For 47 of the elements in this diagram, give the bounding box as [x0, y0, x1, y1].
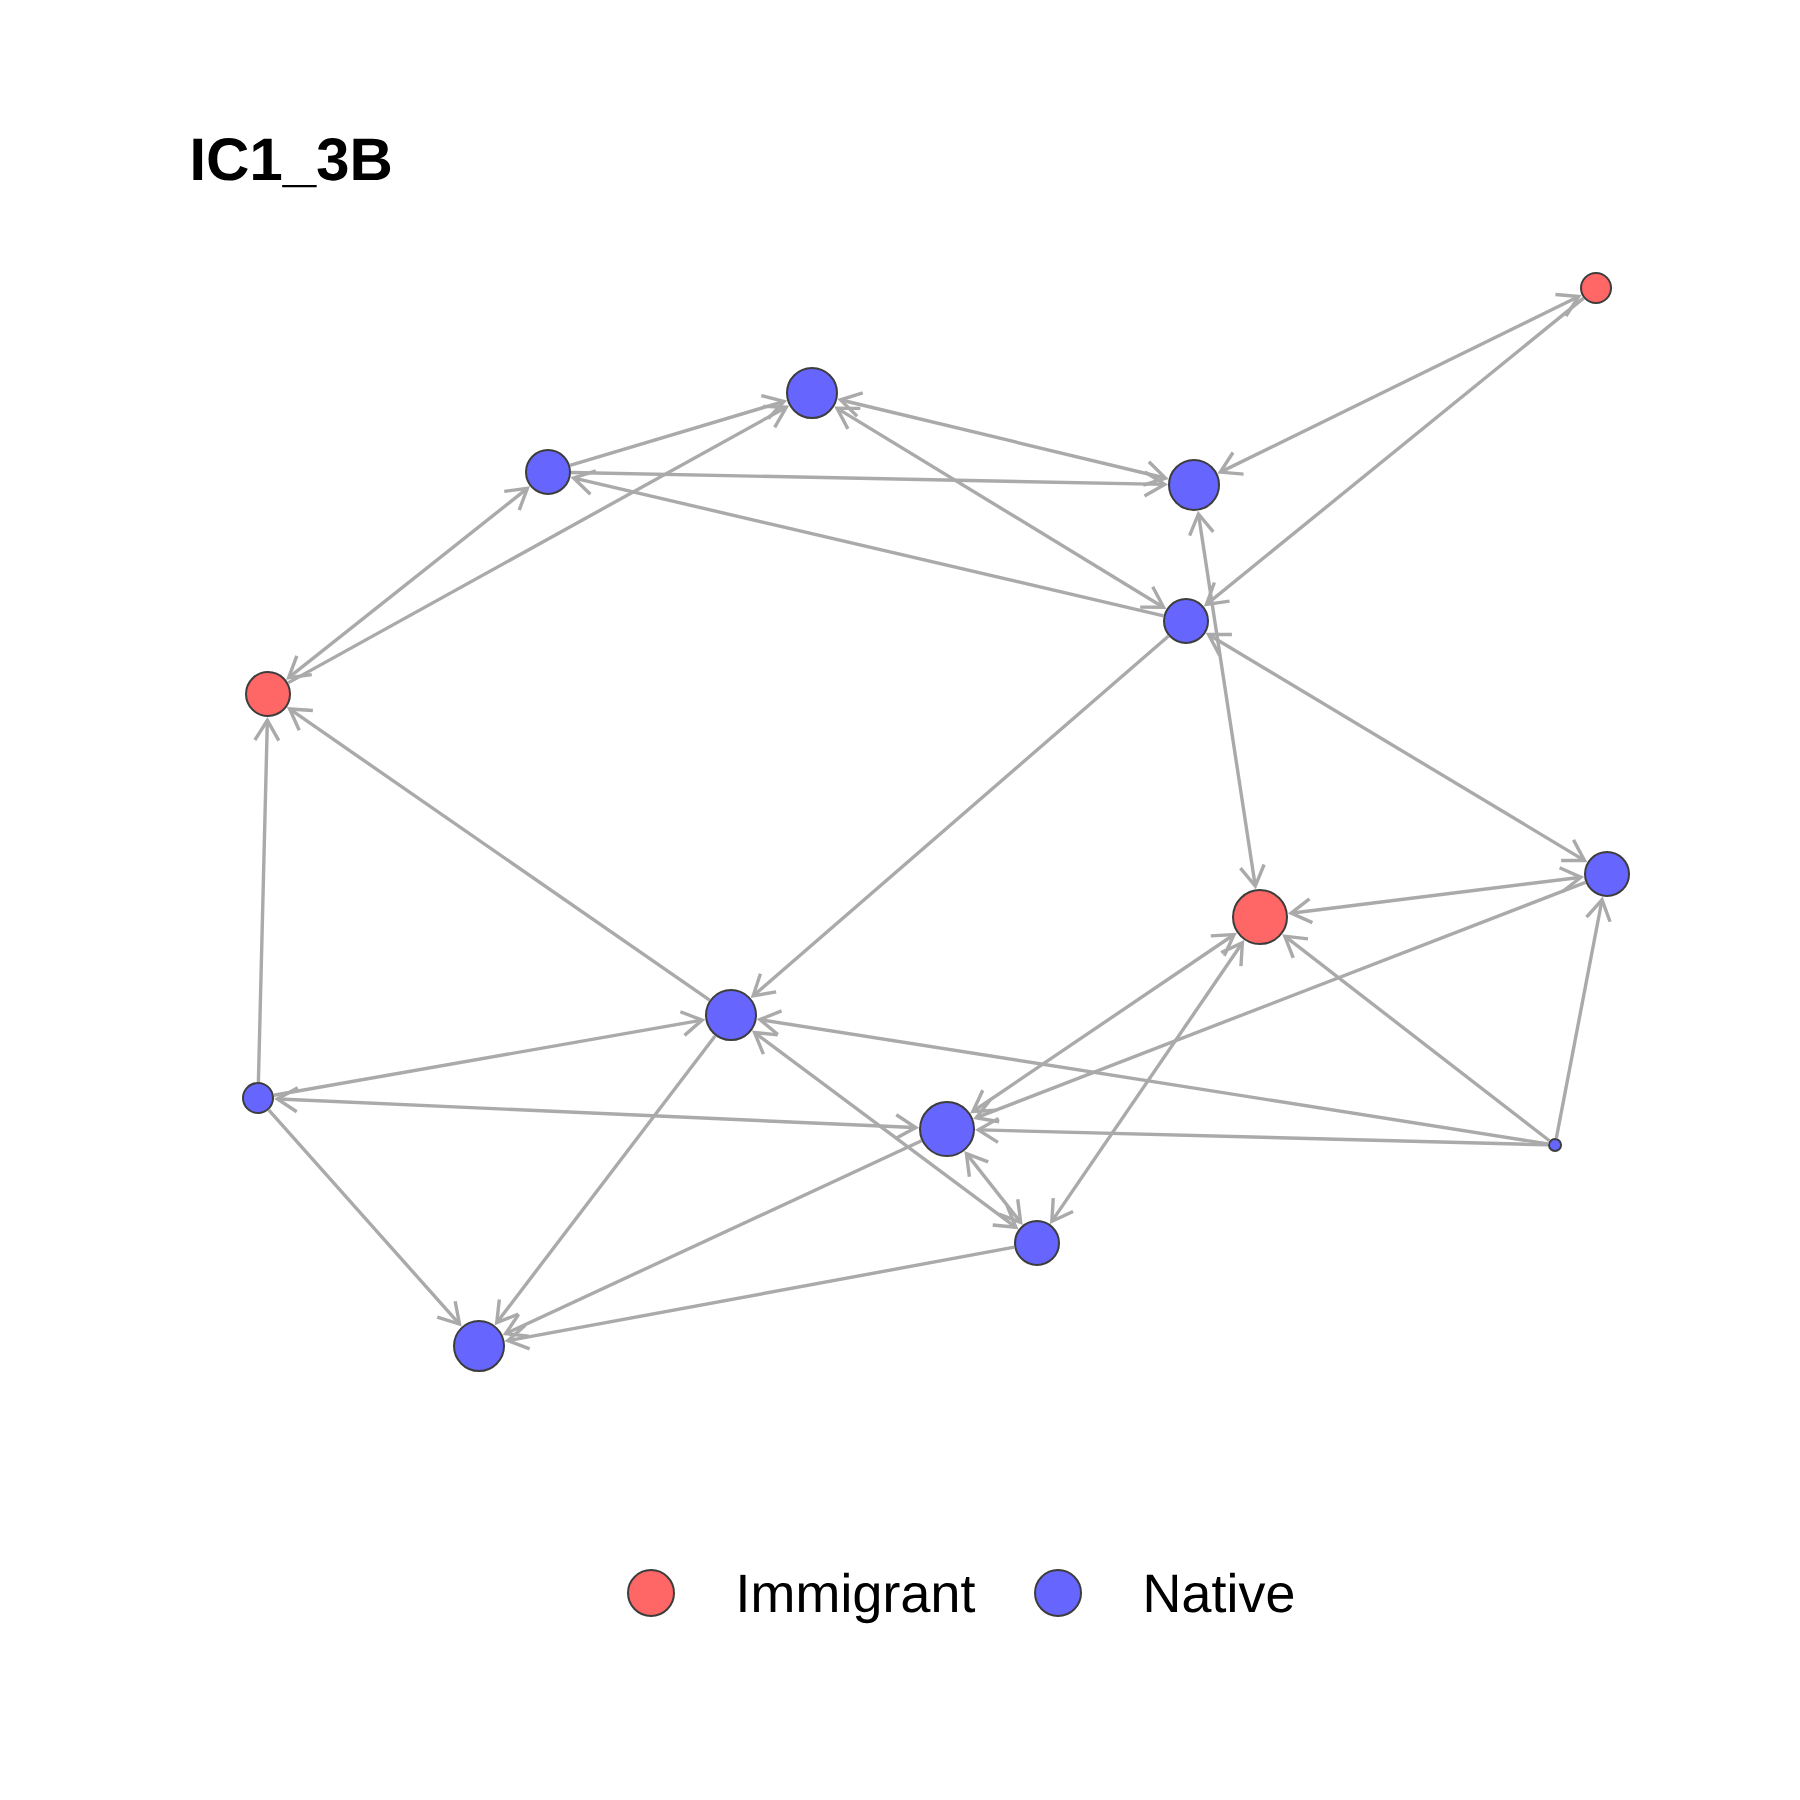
arrow: [970, 932, 1237, 1114]
legend-label: Immigrant: [740, 1572, 976, 1624]
network-node: [525, 449, 571, 495]
network-node: [1168, 459, 1220, 511]
legend-label: Native: [1146, 1572, 1294, 1613]
arrow: [756, 1009, 1549, 1146]
network-node: [786, 367, 838, 419]
network-node: [453, 1320, 505, 1372]
network-node: [1163, 598, 1209, 644]
arrow: [964, 1151, 1023, 1225]
network-node: [245, 671, 291, 717]
arrow: [570, 470, 1169, 498]
network-node: [1232, 889, 1288, 945]
network-node: [1584, 851, 1630, 897]
arrow: [1203, 296, 1585, 607]
arrow: [975, 1116, 1549, 1147]
network-node: [1548, 1138, 1562, 1152]
arrow: [253, 717, 281, 1083]
arrow: [287, 404, 790, 685]
arrow: [834, 406, 1167, 610]
arrow: [286, 707, 711, 1002]
title: IC1_3B: [193, 138, 391, 188]
network-node: [919, 1101, 975, 1157]
arrow: [286, 486, 530, 680]
arrow: [502, 1139, 923, 1338]
network-node: [705, 989, 757, 1041]
network-node: [1580, 272, 1612, 304]
network-node: [1014, 1220, 1060, 1266]
network-node: [242, 1082, 274, 1114]
arrow: [750, 634, 1170, 998]
arrow: [1188, 510, 1266, 890]
arrow: [569, 394, 788, 468]
arrow: [570, 469, 1164, 618]
arrow: [273, 1010, 706, 1097]
arrow: [1205, 632, 1588, 863]
arrow: [837, 391, 1169, 487]
arrow: [274, 1086, 920, 1141]
arrow: [973, 880, 1587, 1124]
arrow: [267, 1108, 462, 1327]
arrow: [494, 1034, 717, 1326]
arrow: [1050, 940, 1245, 1225]
arrow: [1282, 934, 1551, 1143]
arrow: [751, 1030, 1019, 1230]
arrow: [1287, 866, 1585, 925]
arrow: [1217, 292, 1582, 476]
arrow: [1554, 896, 1612, 1139]
arrow: [504, 1245, 1015, 1351]
